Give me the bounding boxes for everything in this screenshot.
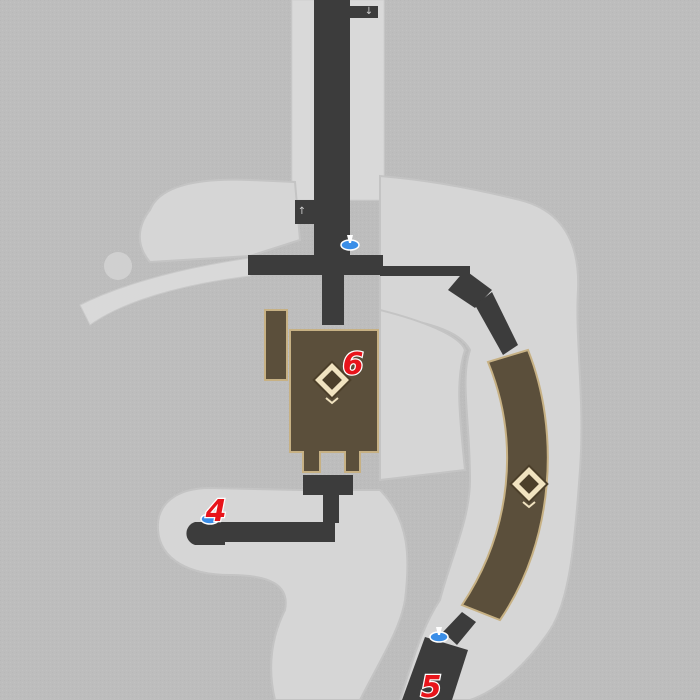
teleport-waypoint-icon[interactable] bbox=[200, 509, 220, 525]
marker-4-label[interactable]: 4 bbox=[203, 493, 227, 531]
supply-chest-icon[interactable] bbox=[312, 360, 352, 405]
marker-6-label[interactable]: 6 bbox=[341, 346, 364, 384]
east-curved-room bbox=[460, 348, 549, 622]
teleport-waypoint-icon[interactable] bbox=[340, 235, 360, 251]
west-round-platform bbox=[104, 252, 132, 280]
west-curved-walkway bbox=[79, 257, 251, 326]
supply-chest-icon[interactable] bbox=[509, 464, 549, 509]
central-room-annex bbox=[264, 309, 288, 381]
stairs-arrow-icon: ↑ bbox=[298, 206, 306, 217]
stairs-arrow-icon: ↓ bbox=[365, 6, 373, 17]
marker-5-label[interactable]: 5 bbox=[419, 669, 442, 700]
dark-corridors bbox=[186, 0, 518, 700]
teleport-waypoint-icon[interactable] bbox=[429, 627, 449, 643]
